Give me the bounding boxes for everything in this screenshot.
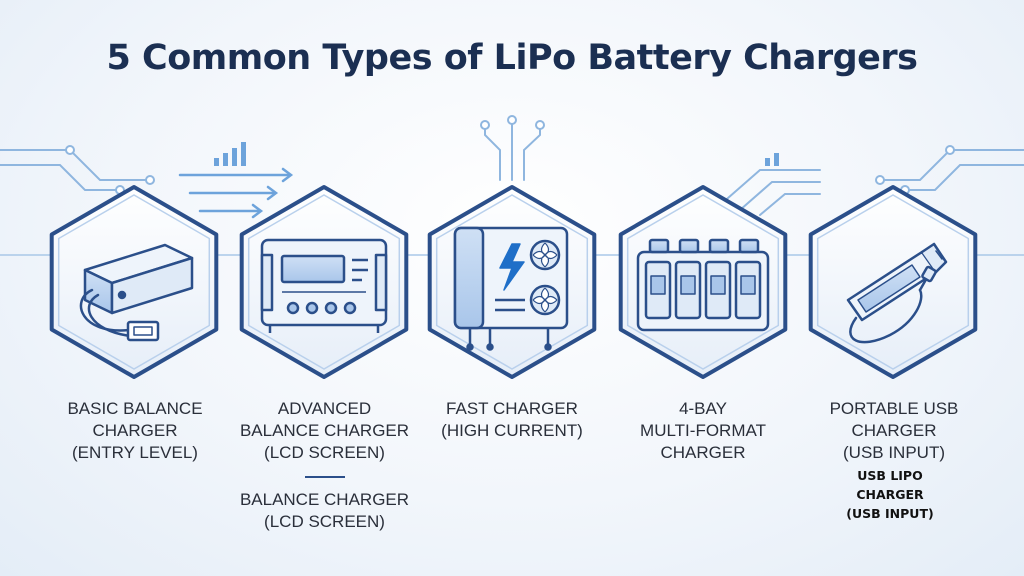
charger-label-advanced-alt: BALANCE CHARGER (LCD SCREEN) bbox=[239, 490, 410, 531]
signal-bars-right-icon bbox=[765, 153, 779, 166]
label-divider bbox=[305, 476, 345, 478]
charger-label-basic: BASIC BALANCE CHARGER (ENTRY LEVEL) bbox=[67, 399, 203, 462]
hexagon-usb-inner bbox=[816, 194, 970, 370]
lcd-charger-icon bbox=[260, 238, 388, 333]
signal-bars-icon bbox=[214, 142, 246, 166]
page-title: 5 Common Types of LiPo Battery Chargers bbox=[106, 38, 918, 78]
battery-pack-icon bbox=[79, 243, 194, 342]
usb-charger-icon bbox=[846, 242, 948, 344]
flow-arrows-icon bbox=[178, 167, 294, 219]
hexagon-advanced-inner bbox=[247, 194, 401, 370]
hexagon-four-bay-inner bbox=[626, 194, 780, 370]
fast-charger-icon bbox=[453, 226, 569, 351]
charger-label-usb: PORTABLE USB CHARGER (USB INPUT) bbox=[829, 399, 959, 462]
four-bay-charger-icon bbox=[636, 238, 770, 332]
hexagon-basic-inner bbox=[57, 194, 211, 370]
charger-label-usb-alt: USB LIPO CHARGER (USB INPUT) bbox=[846, 468, 934, 521]
charger-label-four-bay: 4-BAY MULTI-FORMAT CHARGER bbox=[640, 399, 766, 462]
charger-label-fast: FAST CHARGER (HIGH CURRENT) bbox=[441, 399, 583, 440]
hexagon-fast-inner bbox=[435, 194, 589, 370]
charger-label-advanced: ADVANCED BALANCE CHARGER (LCD SCREEN) bbox=[239, 399, 410, 462]
